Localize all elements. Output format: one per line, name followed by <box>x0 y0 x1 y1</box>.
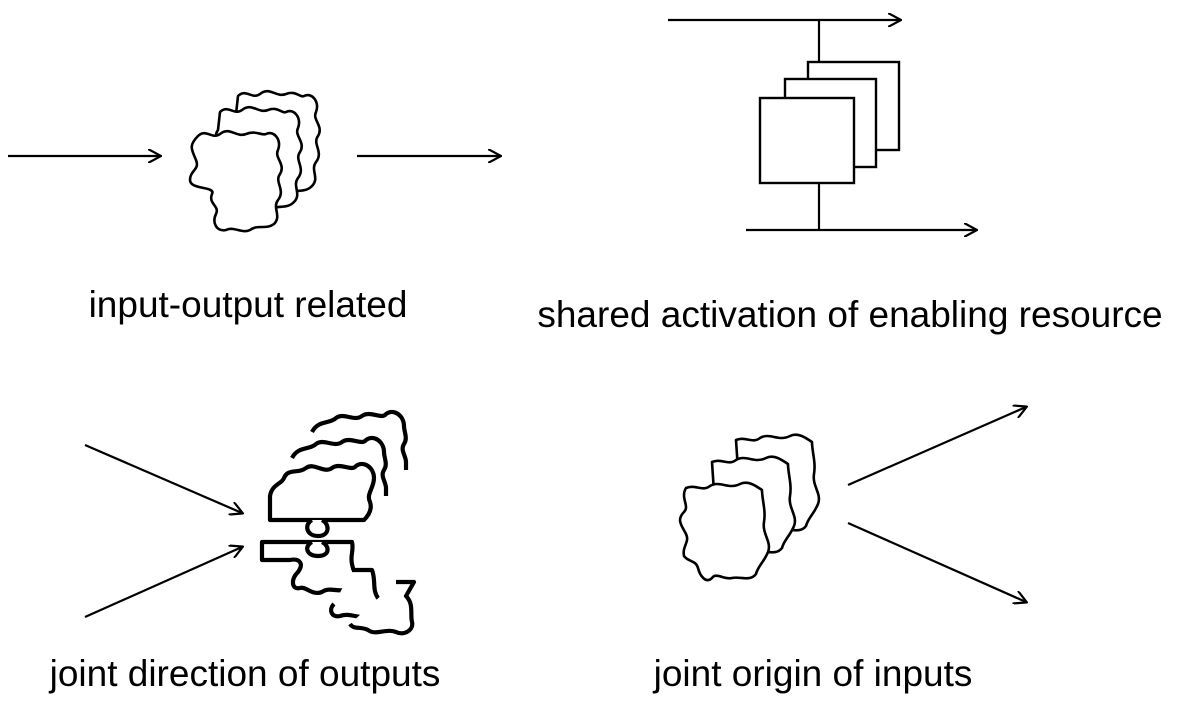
upper-puzzle-knob <box>305 518 330 539</box>
caption-input-output-related: input-output related <box>88 284 408 325</box>
joint-origin-group <box>678 407 1026 602</box>
lower-puzzle-knob <box>305 540 330 559</box>
joint-direction-group <box>84 409 417 636</box>
activity-blob-front <box>188 129 283 233</box>
lower-converging-arrow <box>84 547 242 619</box>
origin-blob-front <box>678 481 771 582</box>
caption-joint-direction-of-outputs: joint direction of outputs <box>49 653 441 694</box>
lower-diverging-arrow <box>847 521 1026 602</box>
input-output-related-group <box>8 89 500 233</box>
shared-activation-group <box>668 20 976 230</box>
upper-puzzle-piece-front <box>267 461 377 523</box>
resource-box-front <box>758 96 856 185</box>
activity-blob-stack <box>188 89 321 233</box>
lower-puzzle-piece-front <box>259 539 357 595</box>
lower-puzzle-piece-back <box>348 579 417 636</box>
caption-shared-activation: shared activation of enabling resource <box>537 294 1163 335</box>
upper-converging-arrow <box>84 443 242 513</box>
caption-joint-origin-of-inputs: joint origin of inputs <box>653 653 973 694</box>
upper-diverging-arrow <box>847 407 1026 487</box>
